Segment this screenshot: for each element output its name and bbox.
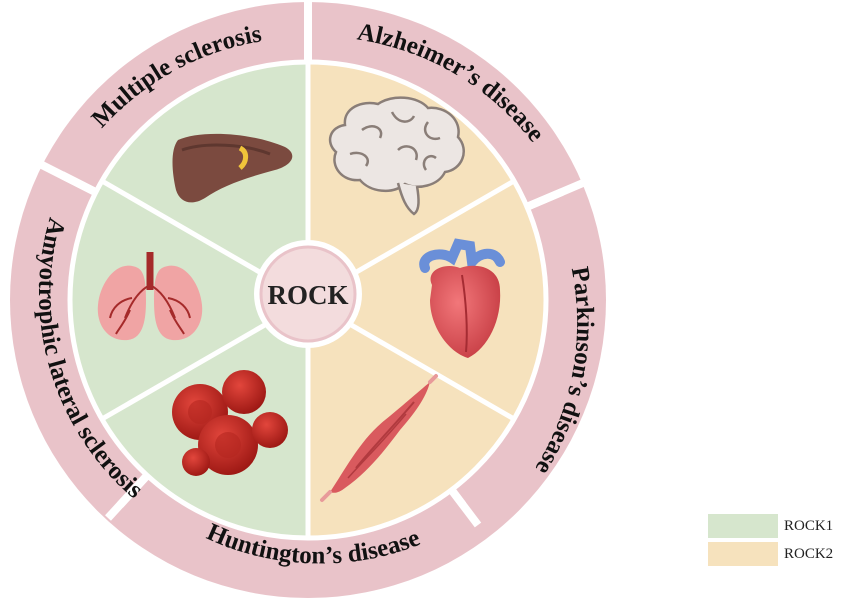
legend-label-rock2: ROCK2	[784, 545, 834, 562]
legend-swatch-rock2	[708, 542, 778, 566]
legend-item-rock1: ROCK1	[708, 512, 833, 540]
liver-icon	[172, 133, 293, 203]
blood-cells-icon	[172, 370, 288, 476]
legend-label-rock1: ROCK1	[784, 517, 834, 534]
muscle-icon	[320, 374, 438, 502]
legend-swatch-rock1	[708, 514, 778, 538]
heart-icon	[419, 238, 505, 358]
brain-icon	[328, 96, 465, 216]
legend: ROCK1 ROCK2	[708, 512, 833, 568]
lungs-icon	[97, 252, 203, 341]
legend-item-rock2: ROCK2	[708, 540, 833, 568]
center-label: ROCK	[268, 280, 349, 310]
